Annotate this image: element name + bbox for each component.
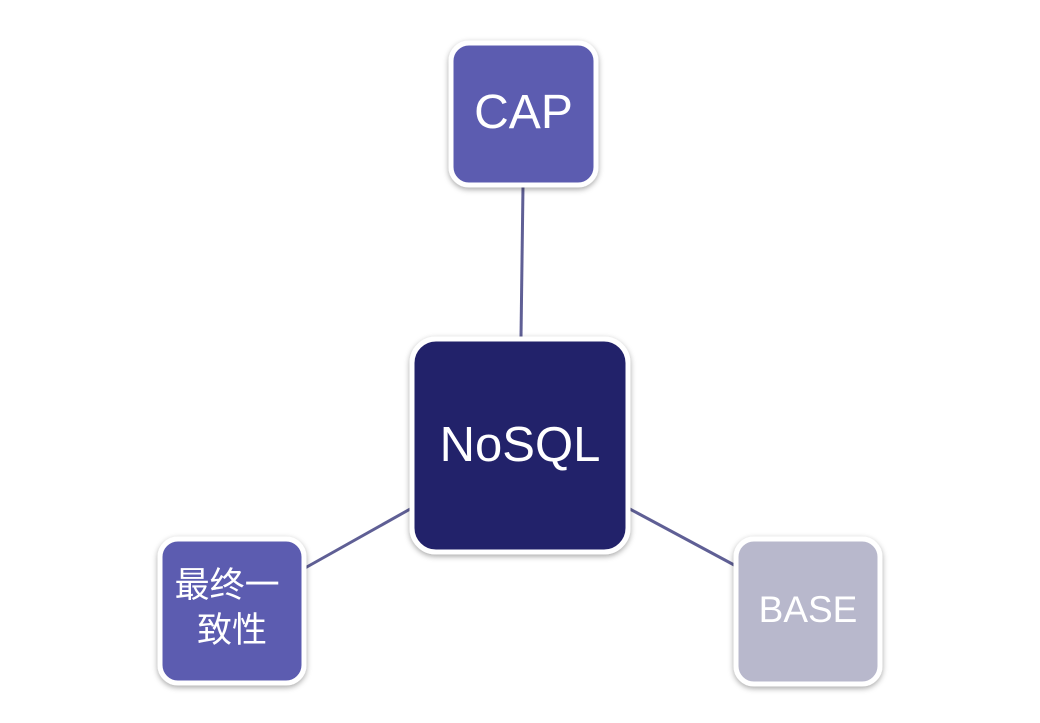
connector-center-top [519,185,525,338]
connector-center-right [627,506,737,568]
node-eventual-consistency-line-1: 最终一 [175,566,280,605]
node-nosql-label: NoSQL [440,418,601,472]
connector-center-left [304,506,413,570]
node-eventual-consistency-box [157,536,307,686]
node-base-box [733,536,883,687]
node-cap-label: CAP [474,86,573,139]
node-cap-box [448,40,599,188]
node-cap: CAP [448,40,599,188]
node-nosql: NoSQL [409,336,631,555]
node-eventual-consistency-line-2: 致性 [197,611,267,650]
node-eventual-consistency-label: 最终一 致性 [175,566,290,650]
node-base-label: BASE [759,589,858,630]
node-base: BASE [733,536,883,687]
node-nosql-box [409,336,631,555]
node-eventual-consistency: 最终一 致性 [157,536,307,686]
